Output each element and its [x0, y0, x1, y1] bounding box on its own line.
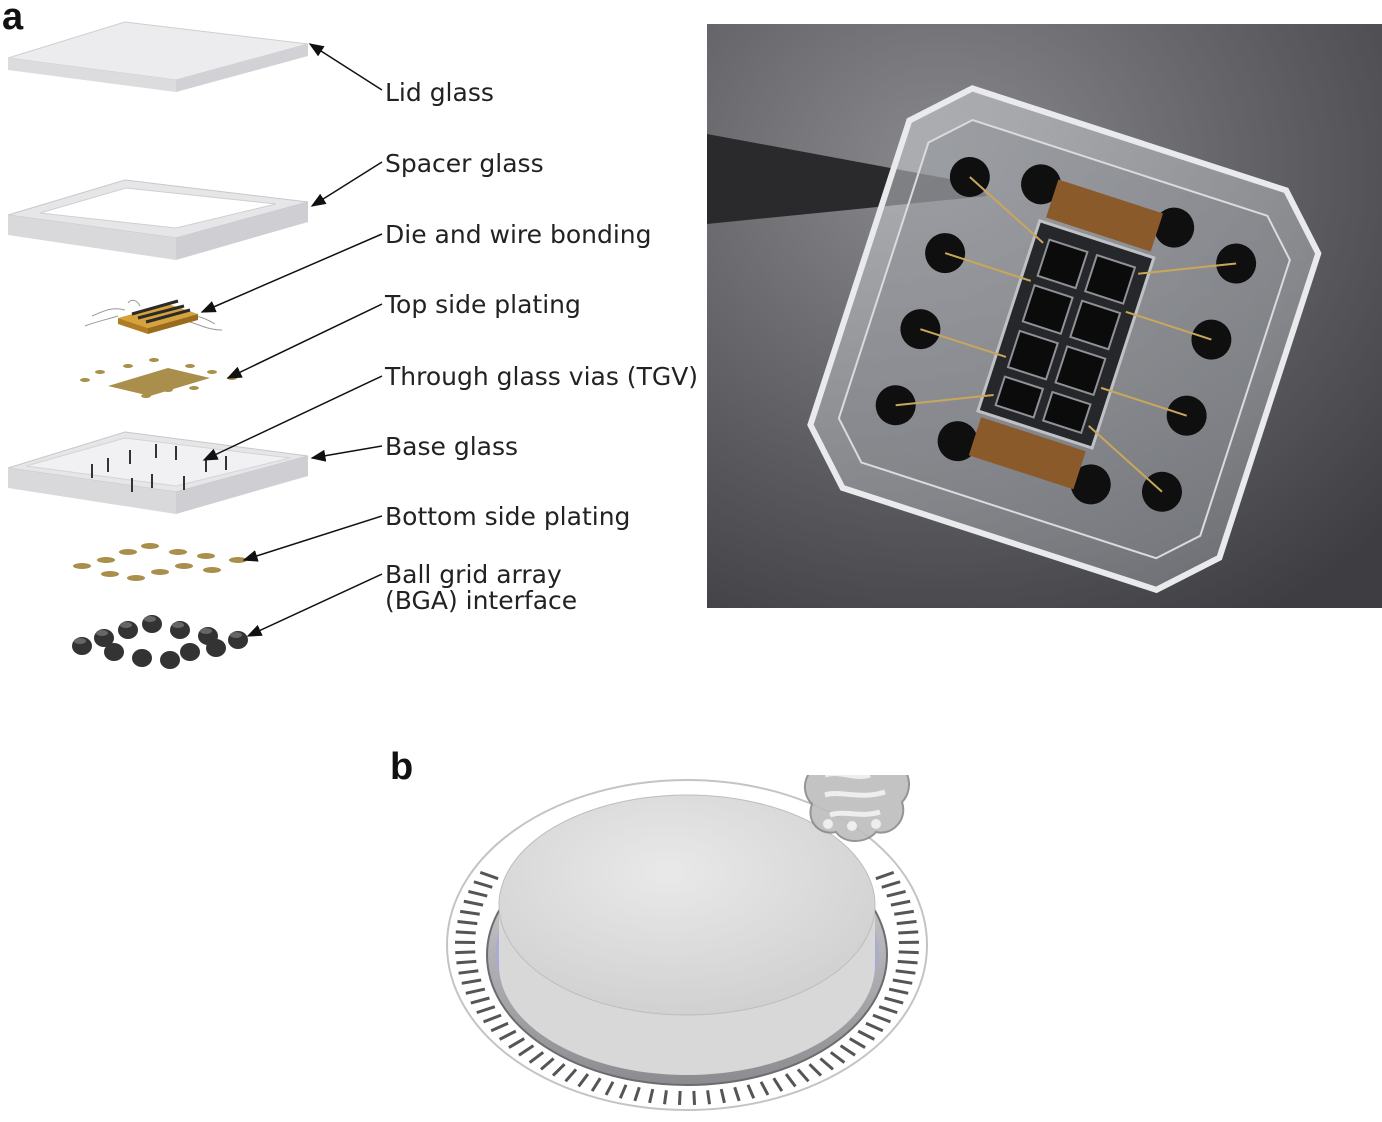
panel-label-a: a	[2, 0, 24, 38]
bga-arrow	[246, 573, 383, 637]
feedthrough-pin	[898, 950, 919, 955]
feedthrough-pin	[455, 930, 476, 935]
feedthrough-pin	[784, 1073, 797, 1088]
feedthrough-pin	[892, 978, 913, 985]
label-top-side-plating: Top side plating	[384, 290, 581, 319]
feedthrough-pin	[479, 870, 499, 881]
spacer-glass-layer	[7, 179, 309, 260]
feedthrough-pin	[772, 1077, 784, 1092]
feedthrough-pin	[463, 899, 484, 907]
spacer-glass-arrow	[310, 161, 383, 207]
bottom-side-plating-layer	[73, 543, 247, 581]
feedthrough-pin	[706, 1090, 712, 1105]
feedthrough-pin	[819, 1057, 834, 1071]
label-tgv: Through glass vias (TGV)	[384, 362, 698, 391]
feedthrough-pin	[848, 1037, 866, 1049]
feedthrough-pin	[692, 1090, 697, 1105]
feedthrough-pin	[677, 1090, 682, 1105]
feedthrough-pin	[733, 1086, 741, 1102]
feedthrough-pin	[456, 959, 477, 965]
feedthrough-pin	[872, 1013, 892, 1024]
feedthrough-pin	[808, 1063, 823, 1077]
feedthrough-pin	[564, 1068, 578, 1083]
feedthrough-pin	[746, 1084, 756, 1099]
feedthrough-pin	[890, 899, 911, 907]
feedthrough-pin	[468, 889, 488, 898]
feedthrough-pin	[886, 889, 906, 898]
top-plating-arrow	[226, 303, 383, 379]
feedthrough-pin	[875, 870, 895, 881]
lid-glass-arrow	[308, 43, 383, 91]
feedthrough-pin	[878, 1005, 898, 1015]
feedthrough-pin	[457, 920, 478, 926]
feedthrough-pin	[498, 1029, 517, 1041]
feedthrough-pin	[894, 909, 915, 916]
base-glass-layer	[7, 431, 309, 514]
feedthrough-pin	[482, 1013, 502, 1024]
feedthrough-pin	[857, 1029, 876, 1041]
feedthrough-pin	[898, 930, 919, 935]
feedthrough-pin	[829, 1051, 846, 1064]
feedthrough-pin	[551, 1063, 566, 1077]
feedthrough-pin	[865, 1021, 884, 1033]
feedthrough-pin	[458, 969, 479, 975]
feedthrough-pin	[618, 1084, 628, 1099]
feedthrough-pin	[648, 1088, 655, 1104]
feedthrough-pin	[719, 1088, 726, 1104]
feedthrough-pin	[888, 987, 909, 995]
label-lid-glass: Lid glass	[385, 78, 494, 107]
packaged-chip-photo	[707, 24, 1382, 608]
feedthrough-pin	[459, 909, 480, 916]
feedthrough-pin	[881, 880, 901, 889]
tgv-arrow	[202, 375, 383, 461]
label-base-glass: Base glass	[385, 432, 518, 461]
feedthrough-pin	[796, 1068, 810, 1083]
feedthrough-pin	[455, 950, 476, 955]
top-side-plating-layer	[80, 358, 237, 398]
label-spacer-glass: Spacer glass	[385, 149, 544, 178]
feedthrough-pin	[476, 1005, 496, 1015]
feedthrough-pin	[884, 996, 904, 1005]
base-glass-arrow	[310, 445, 383, 462]
bga-layer	[72, 615, 248, 669]
feedthrough-pin	[839, 1044, 856, 1057]
feedthrough-pin	[490, 1021, 509, 1033]
brain-circuit-icon	[803, 740, 910, 842]
feedthrough-pin	[518, 1044, 535, 1057]
exploded-view-diagram: Lid glass Spacer glass Die and wire bond…	[7, 21, 698, 669]
feedthrough-pin	[528, 1051, 545, 1064]
feedthrough-pin	[461, 978, 482, 985]
die-layer	[84, 299, 223, 334]
feedthrough-pin	[590, 1077, 602, 1092]
feedthrough-pin	[895, 969, 916, 975]
label-bga-line1: Ball grid array	[385, 560, 562, 589]
feedthrough-pin	[540, 1057, 555, 1071]
feedthrough-pin	[896, 920, 917, 926]
feedthrough-pin	[604, 1081, 615, 1096]
die-arrow	[200, 233, 383, 313]
lid-glass-layer	[7, 21, 309, 92]
feedthrough-pin	[508, 1037, 526, 1049]
ceramic-package-photo	[435, 740, 955, 1115]
feedthrough-pin	[633, 1086, 641, 1102]
feedthrough-pin	[473, 880, 493, 889]
feedthrough-pin	[897, 959, 918, 965]
feedthrough-pin	[465, 987, 486, 995]
feedthrough-pins	[455, 870, 919, 1105]
label-bottom-side-plating: Bottom side plating	[385, 502, 630, 531]
panel-label-b: b	[390, 746, 414, 788]
bottom-plating-arrow	[242, 515, 383, 562]
feedthrough-pin	[577, 1073, 590, 1088]
label-die-wire-bonding: Die and wire bonding	[385, 220, 652, 249]
feedthrough-pin	[662, 1090, 668, 1105]
label-bga-line2: (BGA) interface	[385, 586, 577, 615]
feedthrough-pin	[759, 1081, 770, 1096]
feedthrough-pin	[470, 996, 490, 1005]
